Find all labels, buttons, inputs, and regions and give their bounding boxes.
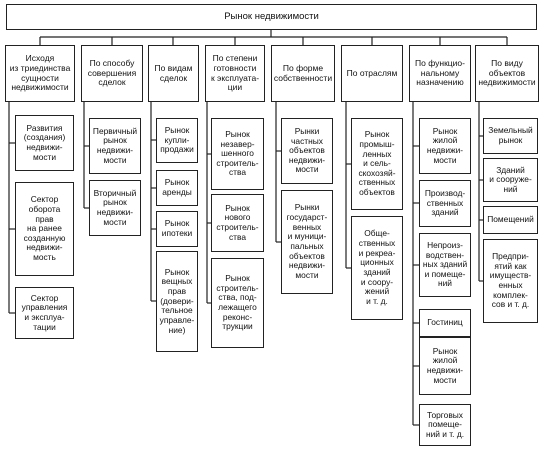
item-sale-market: Рынок купли- продажи [156,118,198,163]
item-retail-premises: Торговых помеще- ний и т. д. [419,404,471,446]
item-property-rights-market: Рынок вещных прав (довери- тельное управ… [156,251,198,352]
item-public-recreational: Обще- ственных и рекреа- ционных зданий … [351,216,403,320]
root-box: Рынок недвижимости [6,4,537,30]
column-header-ownership: По форме собственности [271,45,335,102]
item-primary-market: Первичный рынок недвижи- мости [89,118,141,174]
item-state-municipal-objects: Рынки государст- венных и муници- пальны… [281,190,333,294]
item-land-market: Земельный рынок [483,118,538,154]
item-residential-1: Рынок жилой недвижи- мости [419,118,471,174]
column-header-function: По функцио- нальному назначению [409,45,471,102]
column-header-readiness: По степени готовности к эксплуата- ции [205,45,265,102]
item-management-operation: Сектор управления и эксплуа- тации [15,287,74,339]
item-industrial-agricultural: Рынок промыш- ленных и сель- скохозяй- с… [351,118,403,210]
item-reconstruction: Рынок строитель- ства, под- лежащего рек… [211,258,264,348]
item-buildings-structures: Зданий и сооруже- ний [483,158,538,202]
column-header-transaction-types: По видам сделок [148,45,199,102]
item-mortgage-market: Рынок ипотеки [156,211,198,247]
item-production-buildings: Производ- ственных зданий [419,180,471,227]
item-private-objects: Рынки частных объектов недвижи- мости [281,118,333,184]
item-premises: Помещений [483,206,538,234]
item-non-production: Непроиз- водствен- ных зданий и помеще- … [419,233,471,297]
root-label: Рынок недвижимости [224,10,319,22]
column-header-industries: По отраслям [341,45,403,102]
item-new-construction: Рынок нового строитель- ства [211,194,264,252]
item-rights-turnover: Сектор оборота прав на ранее созданную н… [15,182,74,276]
item-residential-2: Рынок жилой недвижи- мости [419,337,471,395]
item-development: Развития (создания) недвижи- мости [15,115,74,171]
item-secondary-market: Вторичный рынок недвижи- мости [89,180,141,236]
item-hotels: Гостиниц [419,309,471,337]
item-unfinished-construction: Рынок незавер- шенного строитель- ства [211,118,264,190]
item-rent-market: Рынок аренды [156,170,198,206]
column-header-integration: Исходя из триединства сущности недвижимо… [5,45,75,102]
column-header-transaction-method: По способу совершения сделок [81,45,143,102]
item-enterprises: Предпри- ятий как имуществ- енных компле… [483,239,538,323]
column-header-object-types: По виду объектов недвижимости [475,45,539,102]
